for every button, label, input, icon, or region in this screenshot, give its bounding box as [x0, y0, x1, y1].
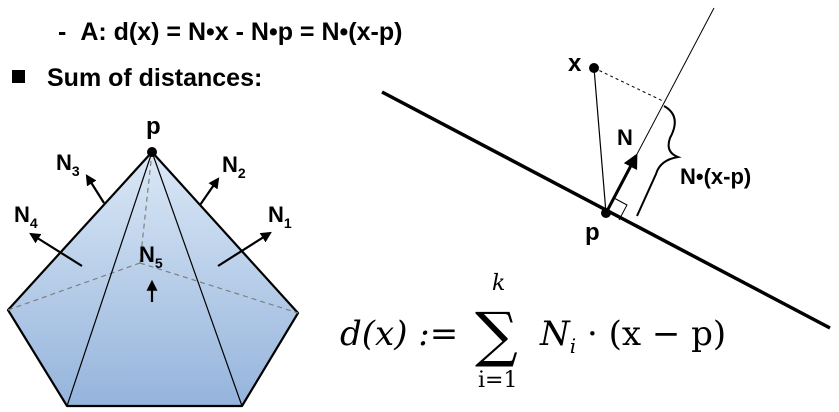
formula-lhs: d(x) := [340, 314, 458, 354]
normal-arrow-3 [85, 174, 105, 204]
front-edge-right [151, 151, 243, 407]
brace-icon [636, 105, 682, 217]
bullet-a-text: A: d(x) = N•x - N•p = N•(x-p) [80, 18, 403, 46]
formula-upper-limit: k [492, 271, 505, 296]
projection-dashed-line [593, 67, 666, 103]
bullet-square-icon [12, 70, 25, 83]
formula-sigma: ∑ [475, 300, 518, 370]
normal-label-1: N1 [268, 202, 292, 231]
formula-term: Ni · (x − p) [539, 314, 726, 358]
normal-arrow-1 [217, 231, 272, 267]
plane-diagram: x p N N•(x-p) [381, 7, 831, 330]
normal-label-5: N5 [139, 242, 163, 271]
formula: d(x) := ∑ k i=1 Ni · (x − p) [340, 271, 726, 393]
normal-label-4: N4 [14, 202, 38, 231]
bullet-dash: - [58, 18, 67, 46]
normal-arrows [29, 174, 272, 302]
pyramid: p N1 N2 N3 N4 N5 [6, 113, 300, 408]
pyramid-body [6, 150, 300, 408]
n-arrow [604, 153, 638, 214]
brace-label: N•(x-p) [680, 164, 751, 189]
hidden-base-edge-right [139, 262, 299, 314]
bullet-a-line: -A: d(x) = N•x - N•p = N•(x-p) [58, 18, 402, 47]
apex-label: p [146, 113, 161, 140]
x-label: x [568, 50, 582, 77]
bullet-sum-text: Sum of distances: [47, 64, 263, 92]
normal-label-3: N3 [56, 150, 80, 179]
normal-arrow-2 [199, 177, 220, 206]
right-angle-marker [613, 197, 628, 221]
normal-arrow-4 [29, 232, 83, 267]
x-point [589, 63, 599, 73]
apex-point [147, 147, 157, 157]
hidden-edges [7, 151, 299, 314]
normal-label-2: N2 [222, 152, 246, 181]
bullet-sum-line: Sum of distances: [12, 64, 262, 93]
hidden-apex-edge [139, 151, 153, 264]
formula-lower-limit: i=1 [478, 368, 517, 393]
visible-edges [66, 151, 243, 407]
x-to-p-line [593, 67, 607, 214]
p-label: p [585, 219, 600, 246]
front-edge-left [66, 151, 153, 407]
n-label: N [617, 125, 633, 150]
p-point [601, 208, 611, 218]
